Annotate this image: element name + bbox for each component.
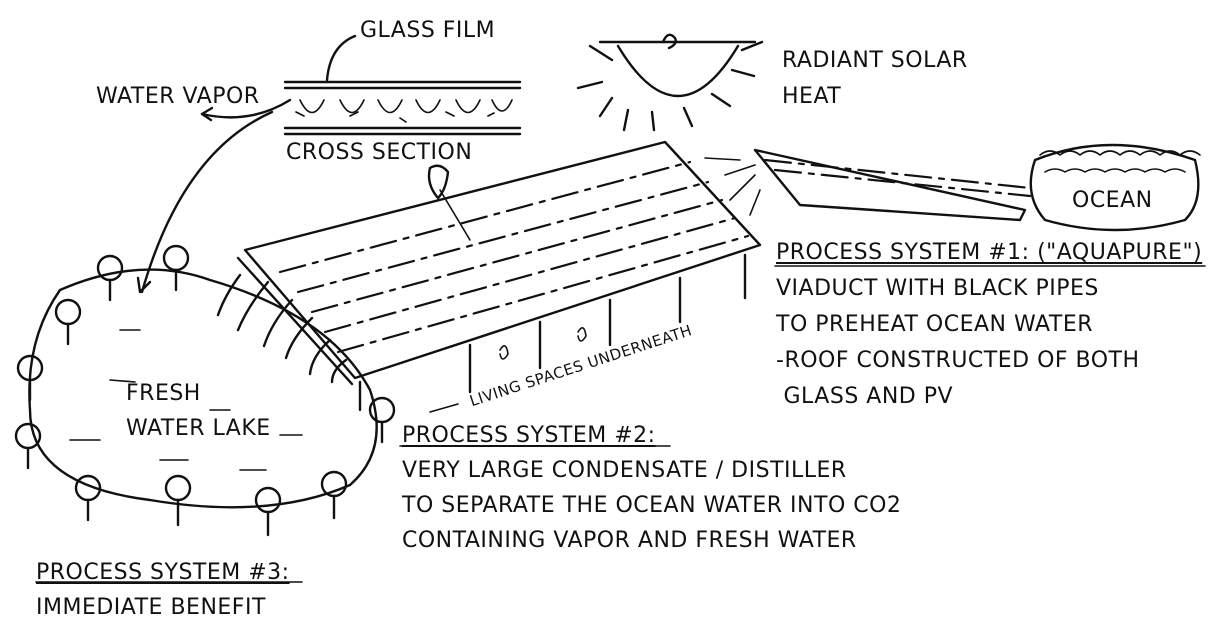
process1-line-2: TO PREHEAT OCEAN WATER [776, 312, 1094, 337]
label-radiant-solar: RADIANT SOLAR [782, 48, 968, 73]
process2-line-3: CONTAINING VAPOR AND FRESH WATER [402, 528, 857, 553]
process3-title: PROCESS SYSTEM #3: [36, 560, 290, 585]
process2-line-1: VERY LARGE CONDENSATE / DISTILLER [402, 458, 847, 483]
ocean-pipes [704, 148, 1032, 222]
fresh-water-lake [28, 268, 378, 509]
sun-icon [576, 33, 764, 132]
label-water-vapor: WATER VAPOR [96, 84, 260, 109]
label-fresh: FRESH [126, 381, 201, 406]
process2-line-2: TO SEPARATE THE OCEAN WATER INTO CO2 [402, 493, 902, 518]
process1-line-1: VIADUCT WITH BLACK PIPES [776, 276, 1099, 301]
process1-line-4: GLASS AND PV [776, 384, 954, 409]
flow-arrow [140, 110, 274, 294]
process1-line-3: -ROOF CONSTRUCTED OF BOTH [776, 348, 1140, 373]
flow-arrowhead [136, 276, 152, 294]
glass-roof [236, 140, 762, 412]
label-glass-film: GLASS FILM [360, 18, 496, 43]
runoff-arrows [216, 273, 348, 384]
label-water-lake: WATER LAKE [126, 416, 271, 441]
label-heat: HEAT [782, 84, 842, 109]
living-spaces-leader [429, 403, 459, 413]
process2-title: PROCESS SYSTEM #2: [402, 423, 656, 448]
cross-section-detail [200, 34, 522, 136]
process3-line-1: IMMEDIATE BENEFIT [36, 595, 266, 620]
process1-title: PROCESS SYSTEM #1: ("AQUAPURE") [776, 240, 1203, 265]
trees [14, 244, 396, 537]
ocean-basin [1029, 143, 1201, 232]
label-ocean: OCEAN [1072, 188, 1153, 213]
label-cross-section: CROSS SECTION [286, 140, 473, 165]
